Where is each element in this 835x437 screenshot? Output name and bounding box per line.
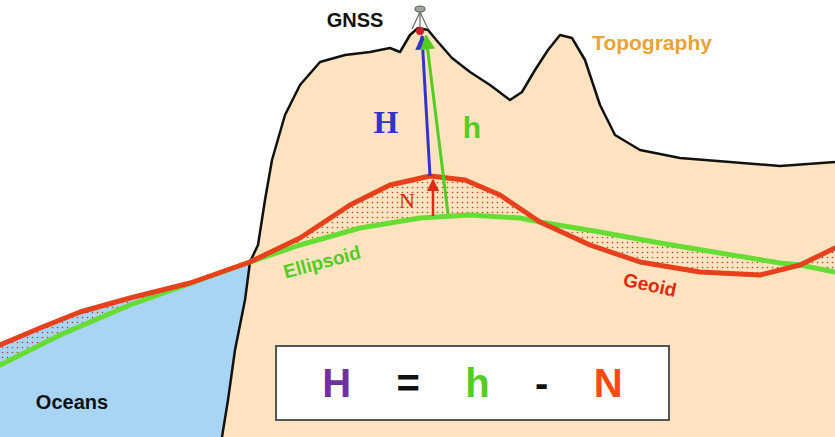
formula-term: =	[397, 363, 420, 403]
ellipsoidal-height-arrow	[426, 36, 448, 214]
gnss-station-point	[416, 27, 424, 35]
height-symbol: H	[374, 106, 399, 138]
formula-term: H	[322, 363, 351, 403]
ellipsoid-curve	[0, 215, 835, 365]
gnss-tripod	[412, 6, 428, 29]
formula-term: N	[594, 363, 623, 403]
region-label: Topography	[592, 32, 712, 53]
geoid-curve	[0, 176, 835, 345]
undulation-symbol: N	[399, 190, 415, 212]
formula-box: H = h - N	[275, 345, 670, 421]
formula-term: -	[535, 363, 548, 403]
ocean	[0, 262, 250, 437]
station-label: GNSS	[327, 10, 384, 30]
height-symbol: h	[463, 113, 481, 143]
formula-term: h	[465, 363, 489, 403]
geoid-undulation-arrow	[432, 180, 435, 216]
geoid-separation-band	[0, 176, 835, 365]
water-label: Oceans	[36, 392, 108, 412]
